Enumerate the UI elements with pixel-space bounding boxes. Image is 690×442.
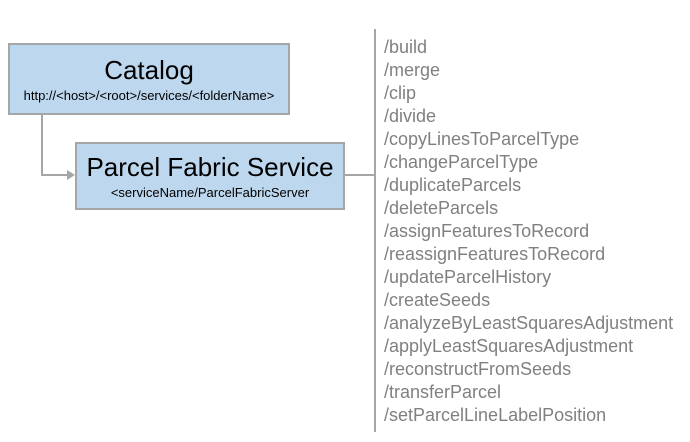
endpoint-item: /setParcelLineLabelPosition [384, 405, 607, 425]
endpoint-item: /createSeeds [384, 290, 491, 310]
catalog-node-title: Catalog [104, 54, 194, 85]
connector-catalog-vertical-segment [41, 115, 43, 176]
catalog-node: Catalog http://<host>/<root>/services/<f… [8, 43, 290, 115]
connector-service-to-endpoints [345, 174, 375, 176]
service-node: Parcel Fabric Service <serviceName/Parce… [75, 142, 345, 210]
endpoint-item: /duplicateParcels [384, 175, 522, 195]
endpoints-divider-line [374, 29, 376, 432]
endpoint-item: /transferParcel [384, 382, 502, 402]
endpoint-item: /reassignFeaturesToRecord [384, 244, 606, 264]
endpoint-item: /clip [384, 83, 417, 103]
service-node-title: Parcel Fabric Service [86, 151, 334, 182]
endpoint-item: /reconstructFromSeeds [384, 359, 572, 379]
service-node-subtitle: <serviceName/ParcelFabricServer [110, 184, 310, 200]
endpoint-item: /divide [384, 106, 437, 126]
endpoint-item: /merge [384, 60, 441, 80]
endpoint-list: /build/merge/clip/divide/copyLinesToParc… [384, 36, 684, 427]
endpoint-item: /copyLinesToParcelType [384, 129, 580, 149]
endpoint-item: /changeParcelType [384, 152, 539, 172]
endpoint-item: /updateParcelHistory [384, 267, 552, 287]
catalog-node-subtitle: http://<host>/<root>/services/<folderNam… [23, 87, 275, 103]
endpoint-item: /build [384, 37, 428, 57]
arrow-right-icon [67, 170, 75, 180]
connector-catalog-horizontal-segment [41, 174, 69, 176]
endpoint-item: /applyLeastSquaresAdjustment [384, 336, 634, 356]
endpoint-item: /analyzeByLeastSquaresAdjustment [384, 313, 674, 333]
endpoint-item: /deleteParcels [384, 198, 499, 218]
endpoint-item: /assignFeaturesToRecord [384, 221, 590, 241]
